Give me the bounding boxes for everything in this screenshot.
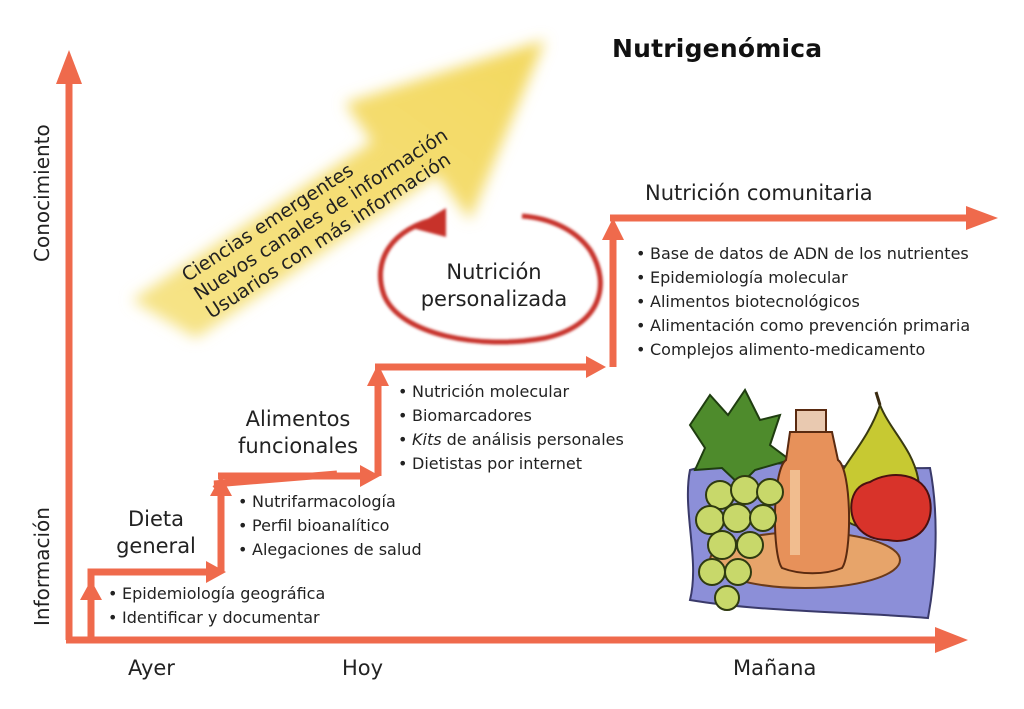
cycle-arrow-icon [378, 208, 603, 345]
leaf [688, 388, 793, 487]
list-item: Base de datos de ADN de los nutrientes [636, 242, 970, 266]
list-item: Kits de análisis personales [398, 428, 624, 452]
x-label-manana: Mañana [733, 656, 817, 680]
list-item: Biomarcadores [398, 404, 624, 428]
trend-arrow [132, 40, 545, 338]
list-item: Epidemiología geográfica [108, 582, 325, 606]
list-item: Nutrifarmacología [238, 490, 422, 514]
list-item: Dietistas por internet [398, 452, 624, 476]
list-item: Alimentación como prevención primaria [636, 314, 970, 338]
list-item: Alimentos biotecnológicos [636, 290, 970, 314]
bullets-alimentos-funcionales: Nutrifarmacología Perfil bioanalítico Al… [238, 490, 422, 562]
y-axis-bottom-label: Información [30, 507, 54, 626]
y-axis-top-label: Conocimiento [30, 124, 54, 262]
x-label-ayer: Ayer [128, 656, 175, 680]
x-label-hoy: Hoy [342, 656, 384, 680]
apple [850, 474, 932, 542]
step-segments [80, 206, 998, 638]
axes [56, 50, 968, 653]
list-item: Identificar y documentar [108, 606, 325, 630]
list-item: Alegaciones de salud [238, 538, 422, 562]
list-item: Nutrición molecular [398, 380, 624, 404]
stage-label-nutricion-comunitaria: Nutrición comunitaria [645, 181, 873, 205]
bottle [773, 409, 851, 575]
list-item: Complejos alimento-medicamento [636, 338, 970, 362]
grapes [695, 475, 784, 611]
page-title: Nutrigenómica [612, 34, 823, 63]
bullets-dieta-general: Epidemiología geográfica Identificar y d… [108, 582, 325, 630]
fruit-illustration [686, 388, 937, 620]
stage-label-alimentos-funcionales: Alimentos funcionales [237, 407, 359, 458]
bullets-nutricion-comunitaria: Base de datos de ADN de los nutrientes E… [636, 242, 970, 362]
stage-label-nutricion-personalizada: Nutrición personalizada [420, 260, 568, 311]
list-item: Epidemiología molecular [636, 266, 970, 290]
list-item: Perfil bioanalítico [238, 514, 422, 538]
stage-label-dieta-general: Dieta general [116, 507, 196, 558]
bullets-nutricion-personalizada: Nutrición molecular Biomarcadores Kits d… [398, 380, 624, 476]
